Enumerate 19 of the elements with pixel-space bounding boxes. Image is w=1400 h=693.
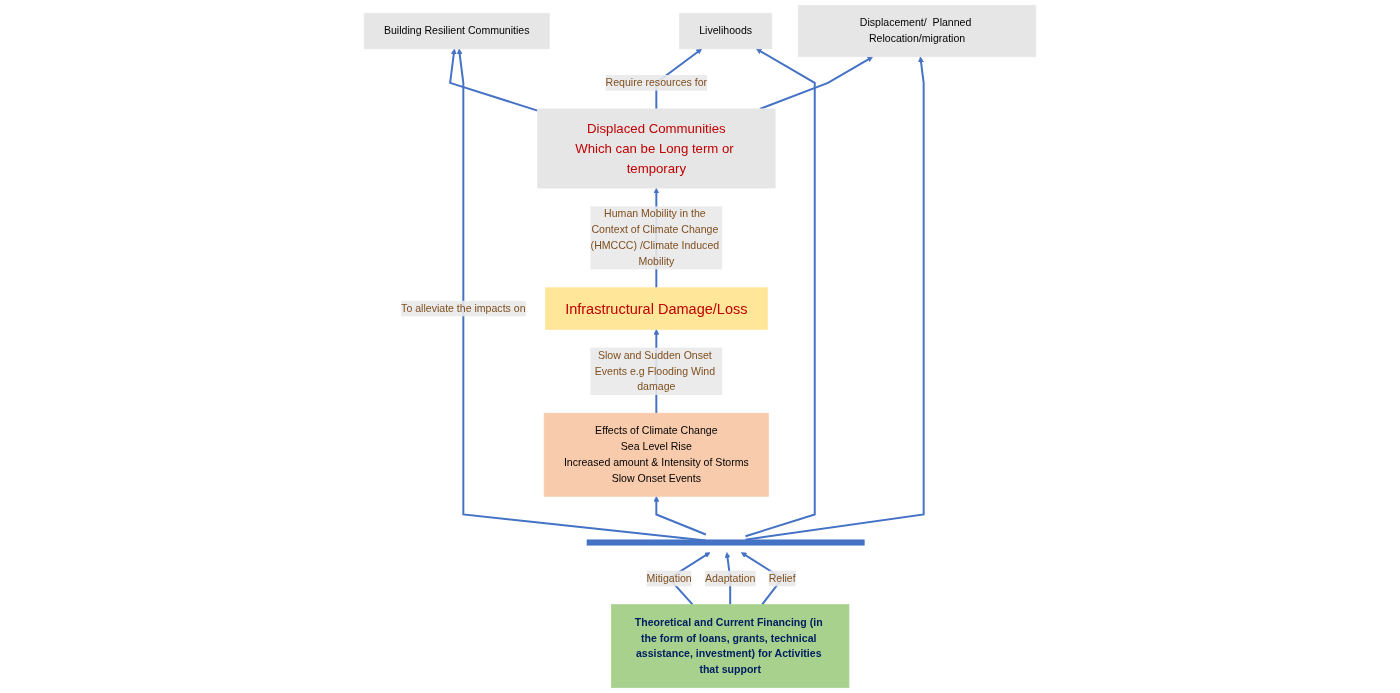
arrow xyxy=(449,48,539,112)
edge-label: Human Mobility in the Context of Climate Change (HMCCC) /Climate Induced Mobility xyxy=(590,208,720,267)
node-bar xyxy=(586,539,865,546)
arrow xyxy=(744,56,925,541)
edge-label: To alleviate the impacts on xyxy=(401,302,526,314)
node-box: Effects of Climate Change Sea Level Rise Increased amount & Intensity of Storms Slow Onset Events xyxy=(543,412,769,497)
edge-label: Adaptation xyxy=(704,572,756,584)
node-box: Infrastructural Damage/Loss xyxy=(545,287,768,330)
arrow xyxy=(744,48,816,538)
node-box: Theoretical and Current Financing (in the form of loans, grants, technical assistance, investment) for Activities that support xyxy=(611,604,850,689)
edge-label: Require resources for xyxy=(605,76,708,89)
node-box: Displaced Communities Which can be Long term or temporary xyxy=(537,108,776,189)
node-box: Displacement/ Planned Relocation/migration xyxy=(797,4,1037,58)
edge-label: Mitigation xyxy=(646,572,692,584)
arrow xyxy=(653,496,707,536)
edge-label: Relief xyxy=(768,572,796,584)
edge-label: Slow and Sudden Onset Events e.g Flooding Wind damage xyxy=(594,349,716,393)
node-box: Livelihoods xyxy=(679,12,773,50)
node-box: Building Resilient Communities xyxy=(363,12,550,50)
